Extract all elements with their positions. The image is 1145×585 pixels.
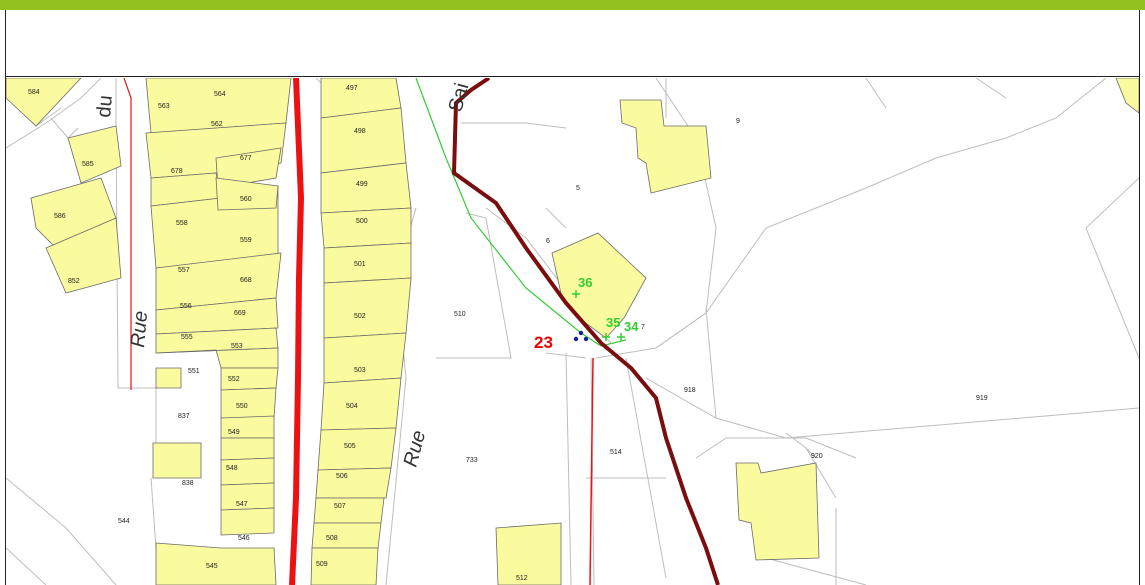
- parcel-label: 544: [118, 518, 130, 525]
- cadastral-map[interactable]: du Rue Rue Sai 584 563 564 562 497 498 5…: [6, 78, 1139, 585]
- parcel-labels: 584 563 564 562 497 498 585 678 677 499 …: [28, 85, 988, 582]
- parcel-label: 677: [240, 155, 252, 162]
- parcel-label: 838: [182, 480, 194, 487]
- street-label: Rue: [400, 428, 431, 469]
- marker-label: 23: [534, 333, 553, 352]
- parcel-label: 7: [641, 324, 645, 331]
- main-road-red: [289, 78, 305, 585]
- parcel-label: 556: [180, 303, 192, 310]
- parcel-label: 586: [54, 213, 66, 220]
- parcel-label: 550: [236, 403, 248, 410]
- parcel-label: 562: [211, 121, 223, 128]
- parcel-label: 585: [82, 161, 94, 168]
- hydrant-icon[interactable]: [573, 330, 589, 342]
- parcel-label: 669: [234, 310, 246, 317]
- parcel-label: 514: [610, 449, 622, 456]
- street-label: du: [93, 94, 117, 118]
- parcel-label: 510: [454, 311, 466, 318]
- map-header-box: [5, 10, 1140, 77]
- parcel-label: 503: [354, 367, 366, 374]
- parcel-label: 584: [28, 89, 40, 96]
- map-frame: [5, 10, 1140, 585]
- green-line: [415, 78, 627, 347]
- parcel-label: 837: [178, 413, 190, 420]
- buildings: [6, 78, 1139, 585]
- parcel-label: 678: [171, 168, 183, 175]
- parcel-label: 502: [354, 313, 366, 320]
- parcel-label: 852: [68, 278, 80, 285]
- road-line-centre: [589, 357, 594, 585]
- parcel-label: 733: [466, 457, 478, 464]
- parcel-label: 559: [240, 237, 252, 244]
- parcel-label: 508: [326, 535, 338, 542]
- parcel-label: 547: [236, 501, 248, 508]
- parcel-label: 548: [226, 465, 238, 472]
- parcel-label: 506: [336, 473, 348, 480]
- parcel-label: 498: [354, 128, 366, 135]
- road-line-left: [123, 78, 132, 390]
- parcel-label: 501: [354, 261, 366, 268]
- parcel-label: 918: [684, 387, 696, 394]
- parcel-label: 920: [811, 453, 823, 460]
- parcel-label: 564: [214, 91, 226, 98]
- parcel-label: 560: [240, 196, 252, 203]
- parcel-label: 549: [228, 429, 240, 436]
- parcel-label: 545: [206, 563, 218, 570]
- parcel-label: 9: [736, 118, 740, 125]
- parcel-label: 557: [178, 267, 190, 274]
- dark-route: [451, 78, 720, 585]
- street-label: Sai: [445, 81, 474, 115]
- parcel-label: 499: [356, 181, 368, 188]
- point-label: 34: [624, 319, 639, 334]
- green-point-markers: [572, 290, 625, 341]
- parcel-label: 505: [344, 443, 356, 450]
- parcel-label: 563: [158, 103, 170, 110]
- parcel-label: 919: [976, 395, 988, 402]
- parcel-label: 551: [188, 368, 200, 375]
- parcel-label: 546: [238, 535, 250, 542]
- parcel-label: 553: [231, 343, 243, 350]
- parcel-label: 507: [334, 503, 346, 510]
- parcel-label: 497: [346, 85, 358, 92]
- parcel-label: 512: [516, 575, 528, 582]
- street-label: Rue: [127, 310, 152, 348]
- top-accent-bar: [0, 0, 1145, 10]
- parcel-label: 668: [240, 277, 252, 284]
- parcel-label: 6: [546, 238, 550, 245]
- point-label: 36: [578, 275, 592, 290]
- parcel-label: 509: [316, 561, 328, 568]
- parcel-label: 504: [346, 403, 358, 410]
- parcel-label: 5: [576, 185, 580, 192]
- parcel-label: 555: [181, 334, 193, 341]
- parcel-label: 552: [228, 376, 240, 383]
- parcel-label: 500: [356, 218, 368, 225]
- parcel-label: 558: [176, 220, 188, 227]
- point-label: 35: [606, 315, 620, 330]
